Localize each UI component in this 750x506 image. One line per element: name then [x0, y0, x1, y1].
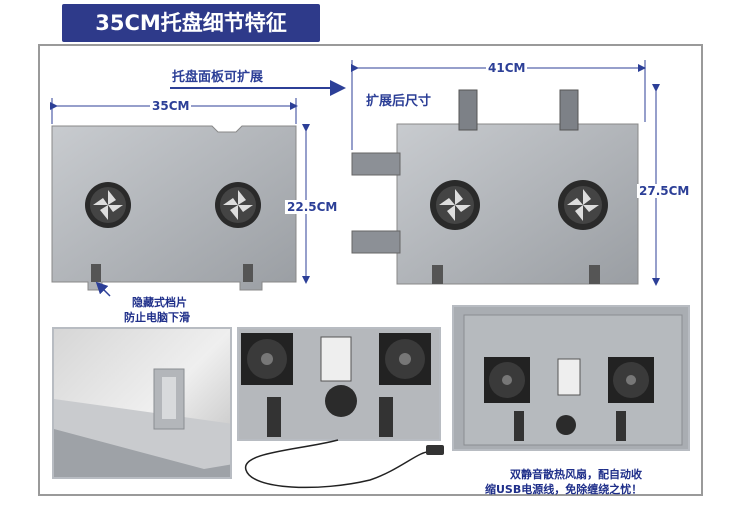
- fan-note-line2: 缩USB电源线，免除缠绕之忧！: [485, 483, 643, 496]
- expand-note: 托盘面板可扩展: [172, 70, 264, 85]
- fan-photo-left: [237, 327, 441, 441]
- fan-photo-right: [452, 305, 690, 451]
- expanded-size-note: 扩展后尺寸: [366, 94, 432, 109]
- small-width-label: 35CM: [150, 99, 192, 113]
- banner-title: 35CM托盘细节特征: [95, 11, 287, 35]
- baffle-note-line1: 隐藏式档片: [132, 296, 187, 309]
- fan-note-line1: 双静音散热风扇，配自动收: [510, 468, 642, 481]
- baffle-note-line2: 防止电脑下滑: [124, 311, 190, 324]
- large-width-label: 41CM: [486, 61, 528, 75]
- small-height-label: 22.5CM: [285, 200, 340, 214]
- title-banner: 35CM托盘细节特征: [62, 4, 320, 42]
- baffle-photo: [52, 327, 232, 479]
- small-tray: [51, 125, 297, 291]
- large-tray: [351, 89, 639, 285]
- large-height-label: 27.5CM: [637, 184, 692, 198]
